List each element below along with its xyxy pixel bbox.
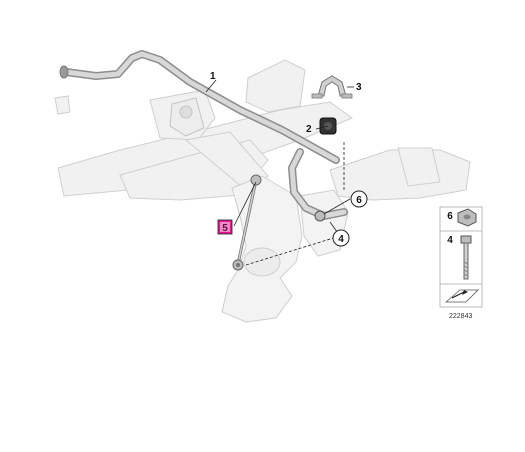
diagram-id: 222843 [449, 313, 472, 320]
callout-3: 3 [356, 82, 362, 93]
callout-2: 2 [306, 124, 312, 135]
legend-nut-number: 6 [447, 211, 453, 222]
stabilizer-bar [59, 50, 348, 220]
callout-4: 4 [338, 234, 344, 245]
callout-4-circle [332, 229, 350, 247]
callout-6-circle [350, 190, 368, 208]
stabilizer-clamp [311, 75, 353, 99]
stabilizer-link [232, 174, 262, 271]
callout-5-inner [220, 222, 230, 232]
parts-legend: 6 4 [439, 206, 483, 308]
callout-6: 6 [356, 195, 362, 206]
callout-5: 5 [222, 223, 228, 234]
document-arrow-icon [444, 289, 479, 303]
nut-on-bar [314, 210, 326, 222]
bushing-mount-illustration [169, 97, 205, 137]
bolt-icon [460, 235, 472, 280]
legend-bolt-number: 4 [447, 235, 453, 246]
nut-icon [457, 208, 477, 227]
callout-1: 1 [210, 71, 216, 82]
